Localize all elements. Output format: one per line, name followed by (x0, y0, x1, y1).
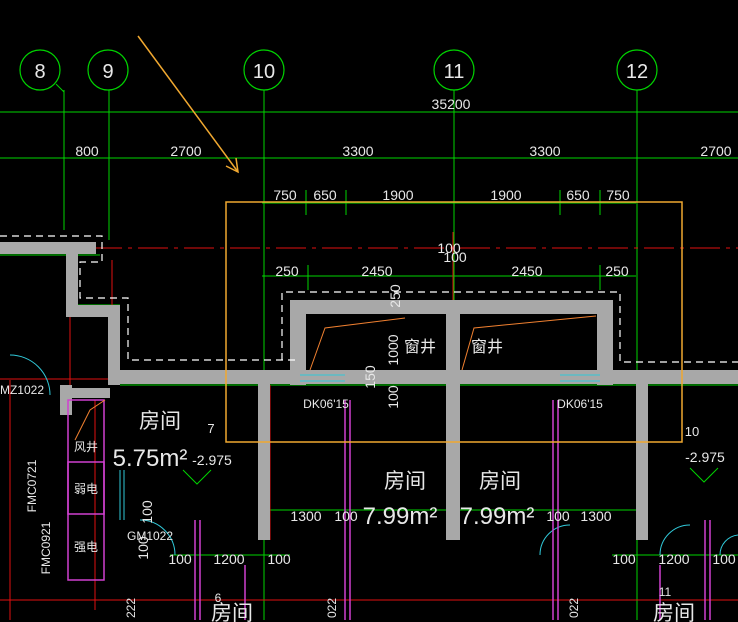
dim-lower-right-0: 100 (612, 551, 636, 567)
axis-bubbles: 8 9 10 11 12 (19, 49, 658, 93)
dim-row3-top: 100 (437, 240, 461, 256)
axis-8-bubble[interactable]: 8 (19, 49, 65, 93)
dim-row3-0: 250 (275, 263, 299, 279)
area-left: 5.75m² (113, 445, 188, 472)
window-well-ramps (74, 315, 597, 441)
dim-lower-left-0: 100 (168, 551, 192, 567)
dim-row2-0: 750 (273, 187, 297, 203)
area-mid1: 7.99m² (363, 503, 438, 530)
door-022a-label: 022 (325, 598, 339, 618)
weak-elec-label: 弱电 (74, 482, 98, 496)
axis-9-bubble[interactable]: 9 (87, 49, 129, 91)
axis-11-bubble[interactable]: 11 (433, 49, 475, 91)
dim-bottom-left-1: 100 (334, 508, 358, 524)
room-label-left: 房间 (139, 410, 181, 433)
dim-row2-5: 750 (606, 187, 630, 203)
dim-lower-right-2: 100 (712, 551, 736, 567)
axis-label-8: 8 (34, 61, 45, 83)
dk-label-right: DK06'15 (557, 397, 603, 411)
dim-bottom-right-1: 1300 (580, 508, 611, 524)
dim-row2-4: 650 (566, 187, 590, 203)
dim-row3-2: 2450 (511, 263, 542, 279)
magenta-lines (67, 399, 711, 620)
area-mid2: 7.99m² (460, 503, 535, 530)
dim-overall: 35200 (432, 96, 471, 112)
annotation-arrow (137, 35, 239, 174)
axis-label-10: 10 (253, 61, 275, 83)
elevation-right: -2.975 (685, 449, 725, 465)
dim-vert-150: 150 (362, 365, 378, 389)
dashed-outline (0, 235, 738, 363)
dim-vert-100: 100 (385, 385, 401, 409)
dim-lower-right-1: 1200 (658, 551, 689, 567)
axis-label-11: 11 (444, 61, 465, 83)
strong-elec-label: 强电 (74, 540, 98, 554)
dim-row3-1: 2450 (361, 263, 392, 279)
axis-12-bubble[interactable]: 12 (616, 49, 658, 91)
dim-lower-left-1: 1200 (213, 551, 244, 567)
dim-row3-top2: 100 (443, 249, 467, 265)
axis-label-9: 9 (102, 61, 113, 83)
dim-row1-1: 2700 (170, 143, 201, 159)
elevation-left: -2.975 (192, 452, 232, 468)
dim-row1-2: 3300 (342, 143, 373, 159)
room-number-6: 6 (215, 591, 222, 605)
window-well-label-1: 窗井 (404, 338, 436, 356)
cyan-details (9, 354, 738, 556)
dim-left-100a: 100 (139, 500, 155, 524)
door-fm1-label: FMC0721 (25, 459, 39, 512)
dim-vert-250: 250 (387, 284, 403, 308)
dim-row2-1: 650 (313, 187, 337, 203)
room-label-mid1: 房间 (384, 470, 426, 493)
dim-bottom-right-0: 100 (546, 508, 570, 524)
room-label-bottom1: 房间 (211, 602, 253, 622)
door-gm-label: GM1022 (127, 529, 173, 543)
elevation-marker-right (689, 467, 719, 483)
door-mz-label: MZ1022 (0, 383, 44, 397)
dim-lower-left-2: 100 (267, 551, 291, 567)
window-well-label-2: 窗井 (471, 338, 503, 356)
dim-row2-3: 1900 (490, 187, 521, 203)
room-label-mid2: 房间 (479, 470, 521, 493)
elevation-marker-left (182, 469, 212, 485)
dim-row1-3: 3300 (529, 143, 560, 159)
room-number-11: 11 (659, 585, 672, 599)
dim-bottom-left-0: 1300 (290, 508, 321, 524)
door-222-label: 222 (124, 598, 138, 618)
dimension-text: 35200 800 2700 3300 3300 2700 750 650 19… (75, 96, 736, 567)
room-number-10: 10 (685, 424, 699, 439)
dim-row1-4: 2700 (700, 143, 731, 159)
axis-label-12: 12 (626, 61, 648, 83)
walls (0, 242, 738, 540)
dim-row1-0: 800 (75, 143, 99, 159)
wind-shaft-label: 风井 (74, 440, 98, 454)
highlight-box[interactable] (225, 201, 683, 443)
dk-label-left: DK06'15 (303, 397, 349, 411)
dim-row2-2: 1900 (382, 187, 413, 203)
room-labels: 窗井 窗井 DK06'15 DK06'15 房间 7 5.75m² -2.975… (0, 338, 725, 622)
door-fm2-label: FMC0921 (39, 521, 53, 574)
room-label-bottom2: 房间 (653, 602, 695, 622)
room-number-7: 7 (207, 421, 214, 436)
dim-row3-3: 250 (605, 263, 629, 279)
dim-left-100b: 100 (135, 536, 151, 560)
dim-vert-1000: 1000 (385, 334, 401, 365)
axis-10-bubble[interactable]: 10 (243, 49, 285, 91)
door-022b-label: 022 (567, 598, 581, 618)
